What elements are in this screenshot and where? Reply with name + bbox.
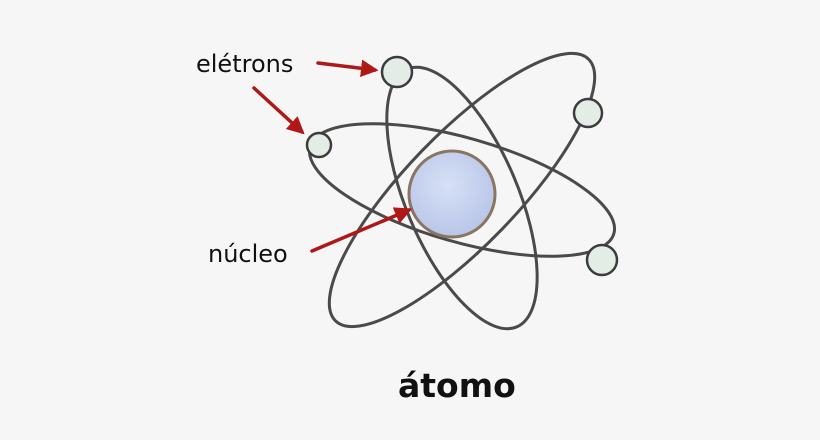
electron-top [380,55,414,89]
electron-left [305,131,333,159]
nucleus [407,149,497,239]
pointer-arrows [252,59,413,253]
orbit-rising [327,51,597,329]
diagram-caption: átomo [398,366,516,405]
electron-right-lower [585,243,619,277]
electron-right-upper [572,97,604,129]
arrow-to-electron-left [252,86,305,135]
electrons-label: elétrons [196,50,294,78]
electrons [305,55,619,277]
arrow-to-electron-top [316,59,379,77]
arrow-to-nucleus [310,207,413,253]
nucleus-label: núcleo [208,240,288,268]
